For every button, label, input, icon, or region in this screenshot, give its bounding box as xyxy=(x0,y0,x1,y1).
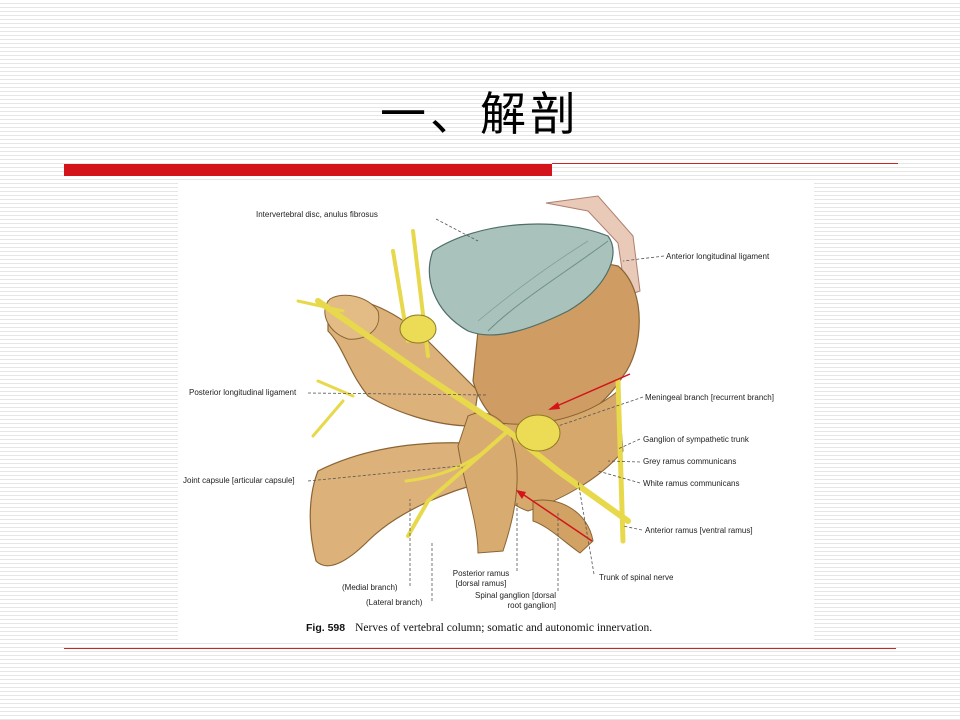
label-anterior-ramus: Anterior ramus [ventral ramus] xyxy=(645,526,753,535)
label-anterior-longitudinal-ligament: Anterior longitudinal ligament xyxy=(666,252,770,261)
label-posterior-ramus-line2: [dorsal ramus] xyxy=(455,579,507,588)
disc-annulus-line xyxy=(487,240,609,332)
label-posterior-ramus-line1: Posterior ramus xyxy=(452,569,510,578)
disc-annulus-line xyxy=(477,240,589,322)
label-spinal-ganglion: Spinal ganglion [dorsal root ganglion] xyxy=(468,591,556,611)
figure-caption-number: Fig. 598 xyxy=(306,622,346,634)
label-trunk-spinal-nerve: Trunk of spinal nerve xyxy=(599,573,674,582)
label-intervertebral-disc: Intervertebral disc, anulus fibrosus xyxy=(256,210,378,219)
label-grey-ramus: Grey ramus communicans xyxy=(643,457,737,466)
medial-branch-shape xyxy=(404,429,510,483)
sympathetic-trunk-shape xyxy=(615,378,626,544)
anatomy-figure: Intervertebral disc, anulus fibrosus Ant… xyxy=(178,181,814,643)
label-medial-branch: (Medial branch) xyxy=(342,583,398,592)
slide-title: 一、解剖 xyxy=(380,87,580,141)
footer-divider xyxy=(64,648,896,649)
red-arrow-ganglion xyxy=(517,490,593,542)
upper-ganglion-shape xyxy=(399,314,437,344)
transverse-nerve-shape xyxy=(296,299,345,313)
label-spinal-ganglion-line1: Spinal ganglion [dorsal xyxy=(475,591,556,600)
label-posterior-longitudinal-ligament: Posterior longitudinal ligament xyxy=(189,388,297,397)
spinal-ganglion-shape xyxy=(515,414,561,452)
title-underline-bar xyxy=(64,164,552,176)
label-joint-capsule: Joint capsule [articular capsule] xyxy=(183,476,295,485)
red-arrowhead xyxy=(516,490,526,499)
label-meningeal-branch: Meningeal branch [recurrent branch] xyxy=(645,393,774,402)
label-ganglion-sympathetic-trunk: Ganglion of sympathetic trunk xyxy=(643,435,749,444)
title-underline-thin xyxy=(552,163,898,164)
leader-lines xyxy=(307,218,665,601)
figure-caption: Fig. 598 Nerves of vertebral column; soma… xyxy=(306,622,652,634)
branch-nerve-shape xyxy=(311,379,355,438)
vertebra-illustration xyxy=(296,195,665,601)
label-posterior-ramus: Posterior ramus [dorsal ramus] xyxy=(450,569,512,589)
label-lateral-branch: (Lateral branch) xyxy=(366,598,423,607)
label-white-ramus: White ramus communicans xyxy=(643,479,740,488)
red-arrowhead xyxy=(548,402,560,410)
lower-vertebra-shape xyxy=(532,499,594,554)
articular-process-shape xyxy=(457,412,518,554)
figure-caption-text: Nerves of vertebral column; somatic and … xyxy=(355,622,653,634)
red-arrow-meningeal xyxy=(549,373,631,410)
label-spinal-ganglion-line2: root ganglion] xyxy=(507,601,556,610)
transverse-process-shape xyxy=(324,294,380,340)
intervertebral-disc-shape xyxy=(428,223,614,336)
